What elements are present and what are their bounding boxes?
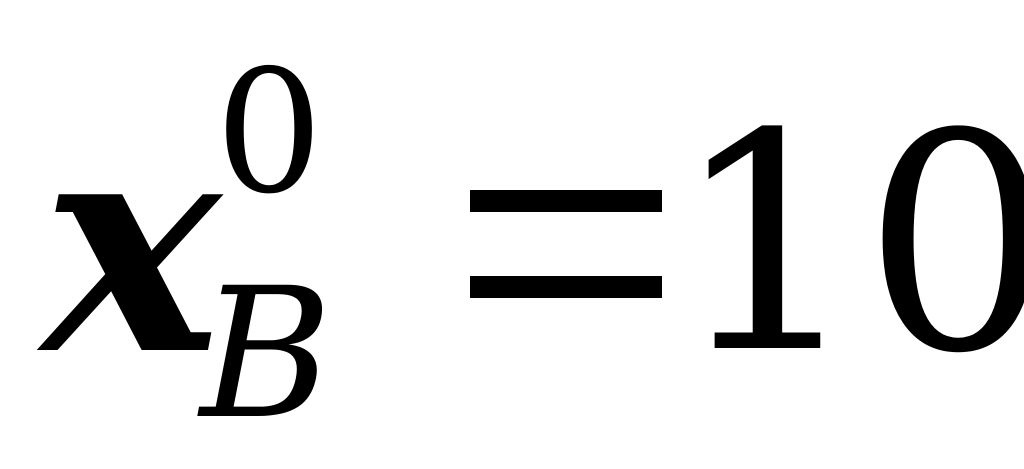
subscript-b: B [200, 250, 333, 459]
variable-x: x [42, 68, 221, 421]
equals-bar-bottom [470, 276, 662, 298]
equals-sign [470, 190, 662, 298]
equals-bar-top [470, 190, 662, 212]
superscript-zero: 0 [215, 34, 324, 232]
value-ten: 10 [672, 70, 1024, 419]
